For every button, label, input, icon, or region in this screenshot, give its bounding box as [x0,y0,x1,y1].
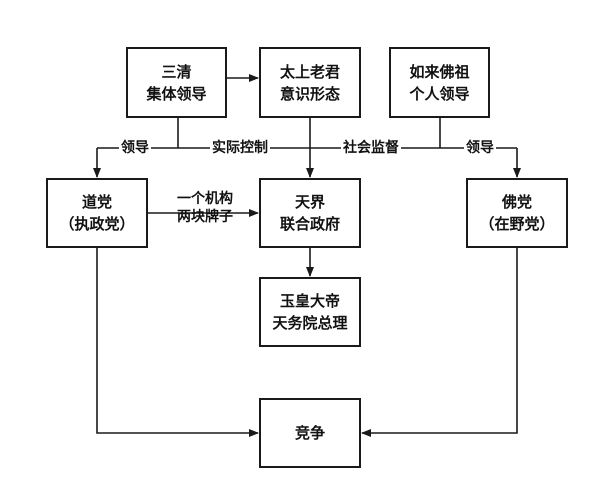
node-daodang-line2: （执政党） [59,215,135,233]
node-sanqing: 三清 集体领导 [126,47,227,118]
node-daodang: 道党 （执政党） [46,178,148,248]
node-jingzheng: 竞争 [259,398,361,468]
node-tianjie: 天界 联合政府 [259,178,361,248]
label-one-org: 一个机构 两块牌子 [168,190,242,226]
label-one-org-line1: 一个机构 [177,191,233,207]
node-taishang: 太上老君 意识形态 [259,47,361,118]
node-fodang: 佛党 （在野党） [466,178,568,248]
label-lead-left: 领导 [119,139,151,157]
node-sanqing-line1: 三清 [161,62,192,81]
node-tianjie-line2: 联合政府 [279,215,340,233]
node-tianjie-line1: 天界 [294,193,325,211]
node-jingzheng-line1: 竞争 [294,424,325,442]
node-taishang-line1: 太上老君 [279,62,340,81]
edge-fodang-jingzheng [361,248,518,437]
node-fodang-line2: （在野党） [479,215,555,233]
node-yuhuang: 玉皇大帝 天务院总理 [259,277,361,347]
node-taishang-line2: 意识形态 [279,84,340,103]
node-rulai-line1: 如来佛祖 [409,62,470,81]
label-actual-control: 实际控制 [210,139,270,157]
label-social-supervision: 社会监督 [341,139,401,157]
label-one-org-line2: 两块牌子 [177,209,233,225]
node-sanqing-line2: 集体领导 [146,84,207,103]
node-daodang-line1: 道党 [81,193,112,211]
node-rulai: 如来佛祖 个人领导 [389,47,490,118]
node-rulai-line2: 个人领导 [409,84,470,103]
node-fodang-line1: 佛党 [501,193,532,211]
edge-daodang-jingzheng [96,248,259,437]
node-yuhuang-line1: 玉皇大帝 [279,292,340,310]
node-yuhuang-line2: 天务院总理 [272,314,348,332]
label-lead-right: 领导 [464,139,496,157]
